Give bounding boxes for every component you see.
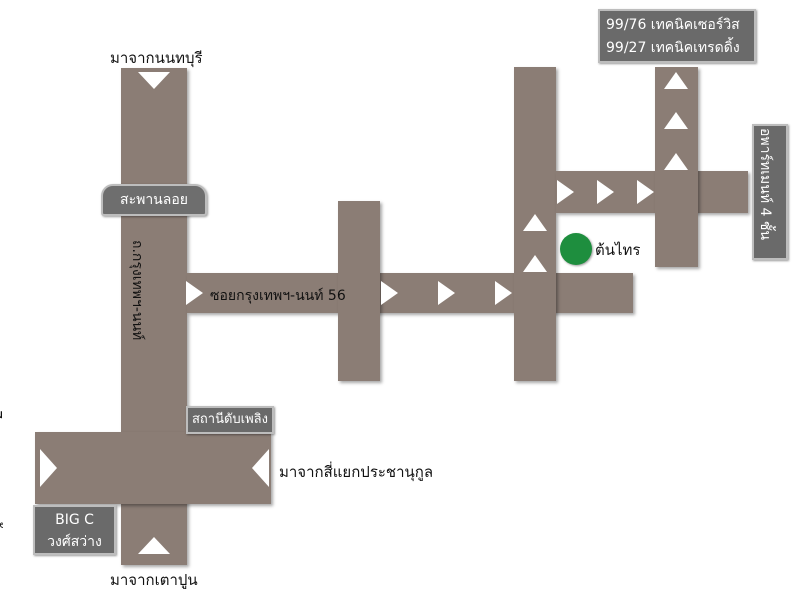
arrow-right-icon [495, 281, 512, 305]
arrow-up-icon [664, 112, 688, 129]
arrow-up-icon [523, 214, 547, 231]
fire-station-sign: สถานีดับเพลิง [186, 406, 274, 434]
arrow-down-icon [138, 537, 170, 554]
technic-trading-label: 99/27 เทคนิคเทรดดิ้ง [606, 40, 740, 56]
main-road-label: ถ.กรุงเทพฯ-นนท์ [129, 240, 145, 341]
from-prachanukul-label: มาจากสี่แยกประชานุกูล [279, 463, 434, 481]
arrow-right-icon [557, 180, 574, 204]
arrow-right-icon [381, 281, 398, 305]
arrow-down-icon [138, 72, 170, 89]
arrow-right-icon [637, 180, 654, 204]
arrow-up-icon [664, 153, 688, 170]
arrow-right-icon [438, 281, 455, 305]
fire-station-label: สถานีดับเพลิง [191, 412, 268, 427]
arrow-right-icon [597, 180, 614, 204]
soi-56-label: ซอยกรุงเทพฯ-นนท์ 56 [210, 288, 346, 304]
technic-service-label: 99/76 เทคนิคเซอร์วิส [606, 17, 740, 33]
arrow-up-icon [523, 255, 547, 272]
lower-cross-road [35, 432, 271, 504]
from-tao-pun-label: มาจากเตาปูน [110, 571, 198, 589]
big-c-sign: BIG C วงศ์สว่าง [33, 505, 116, 555]
apartment-label: อพาร์ทเมนท์ 4 ชั้น [757, 128, 773, 240]
arrow-up-icon [664, 72, 688, 89]
bridge-sign-label: สะพานลอย [120, 192, 188, 208]
soi-56-road [187, 273, 633, 313]
technic-sign: 99/76 เทคนิคเซอร์วิส 99/27 เทคนิคเทรดดิ้… [598, 9, 756, 63]
arrow-right-icon [40, 449, 57, 487]
bridge-sign: สะพานลอย [101, 184, 207, 216]
from-nonthaburi-label: มาจากนนทบุรี [110, 49, 203, 67]
big-c-name: BIG C [55, 512, 94, 528]
branch-road-1 [338, 201, 380, 381]
arrow-right-icon [186, 281, 203, 305]
destination-marker-icon [560, 233, 592, 265]
apartment-sign [752, 124, 788, 260]
arrow-left-icon [252, 449, 269, 487]
destination-label: ต้นไทร [595, 241, 641, 259]
left-road-label: 7 กระทรวงการคลัง [0, 410, 5, 536]
big-c-branch: วงศ์สว่าง [47, 534, 102, 550]
